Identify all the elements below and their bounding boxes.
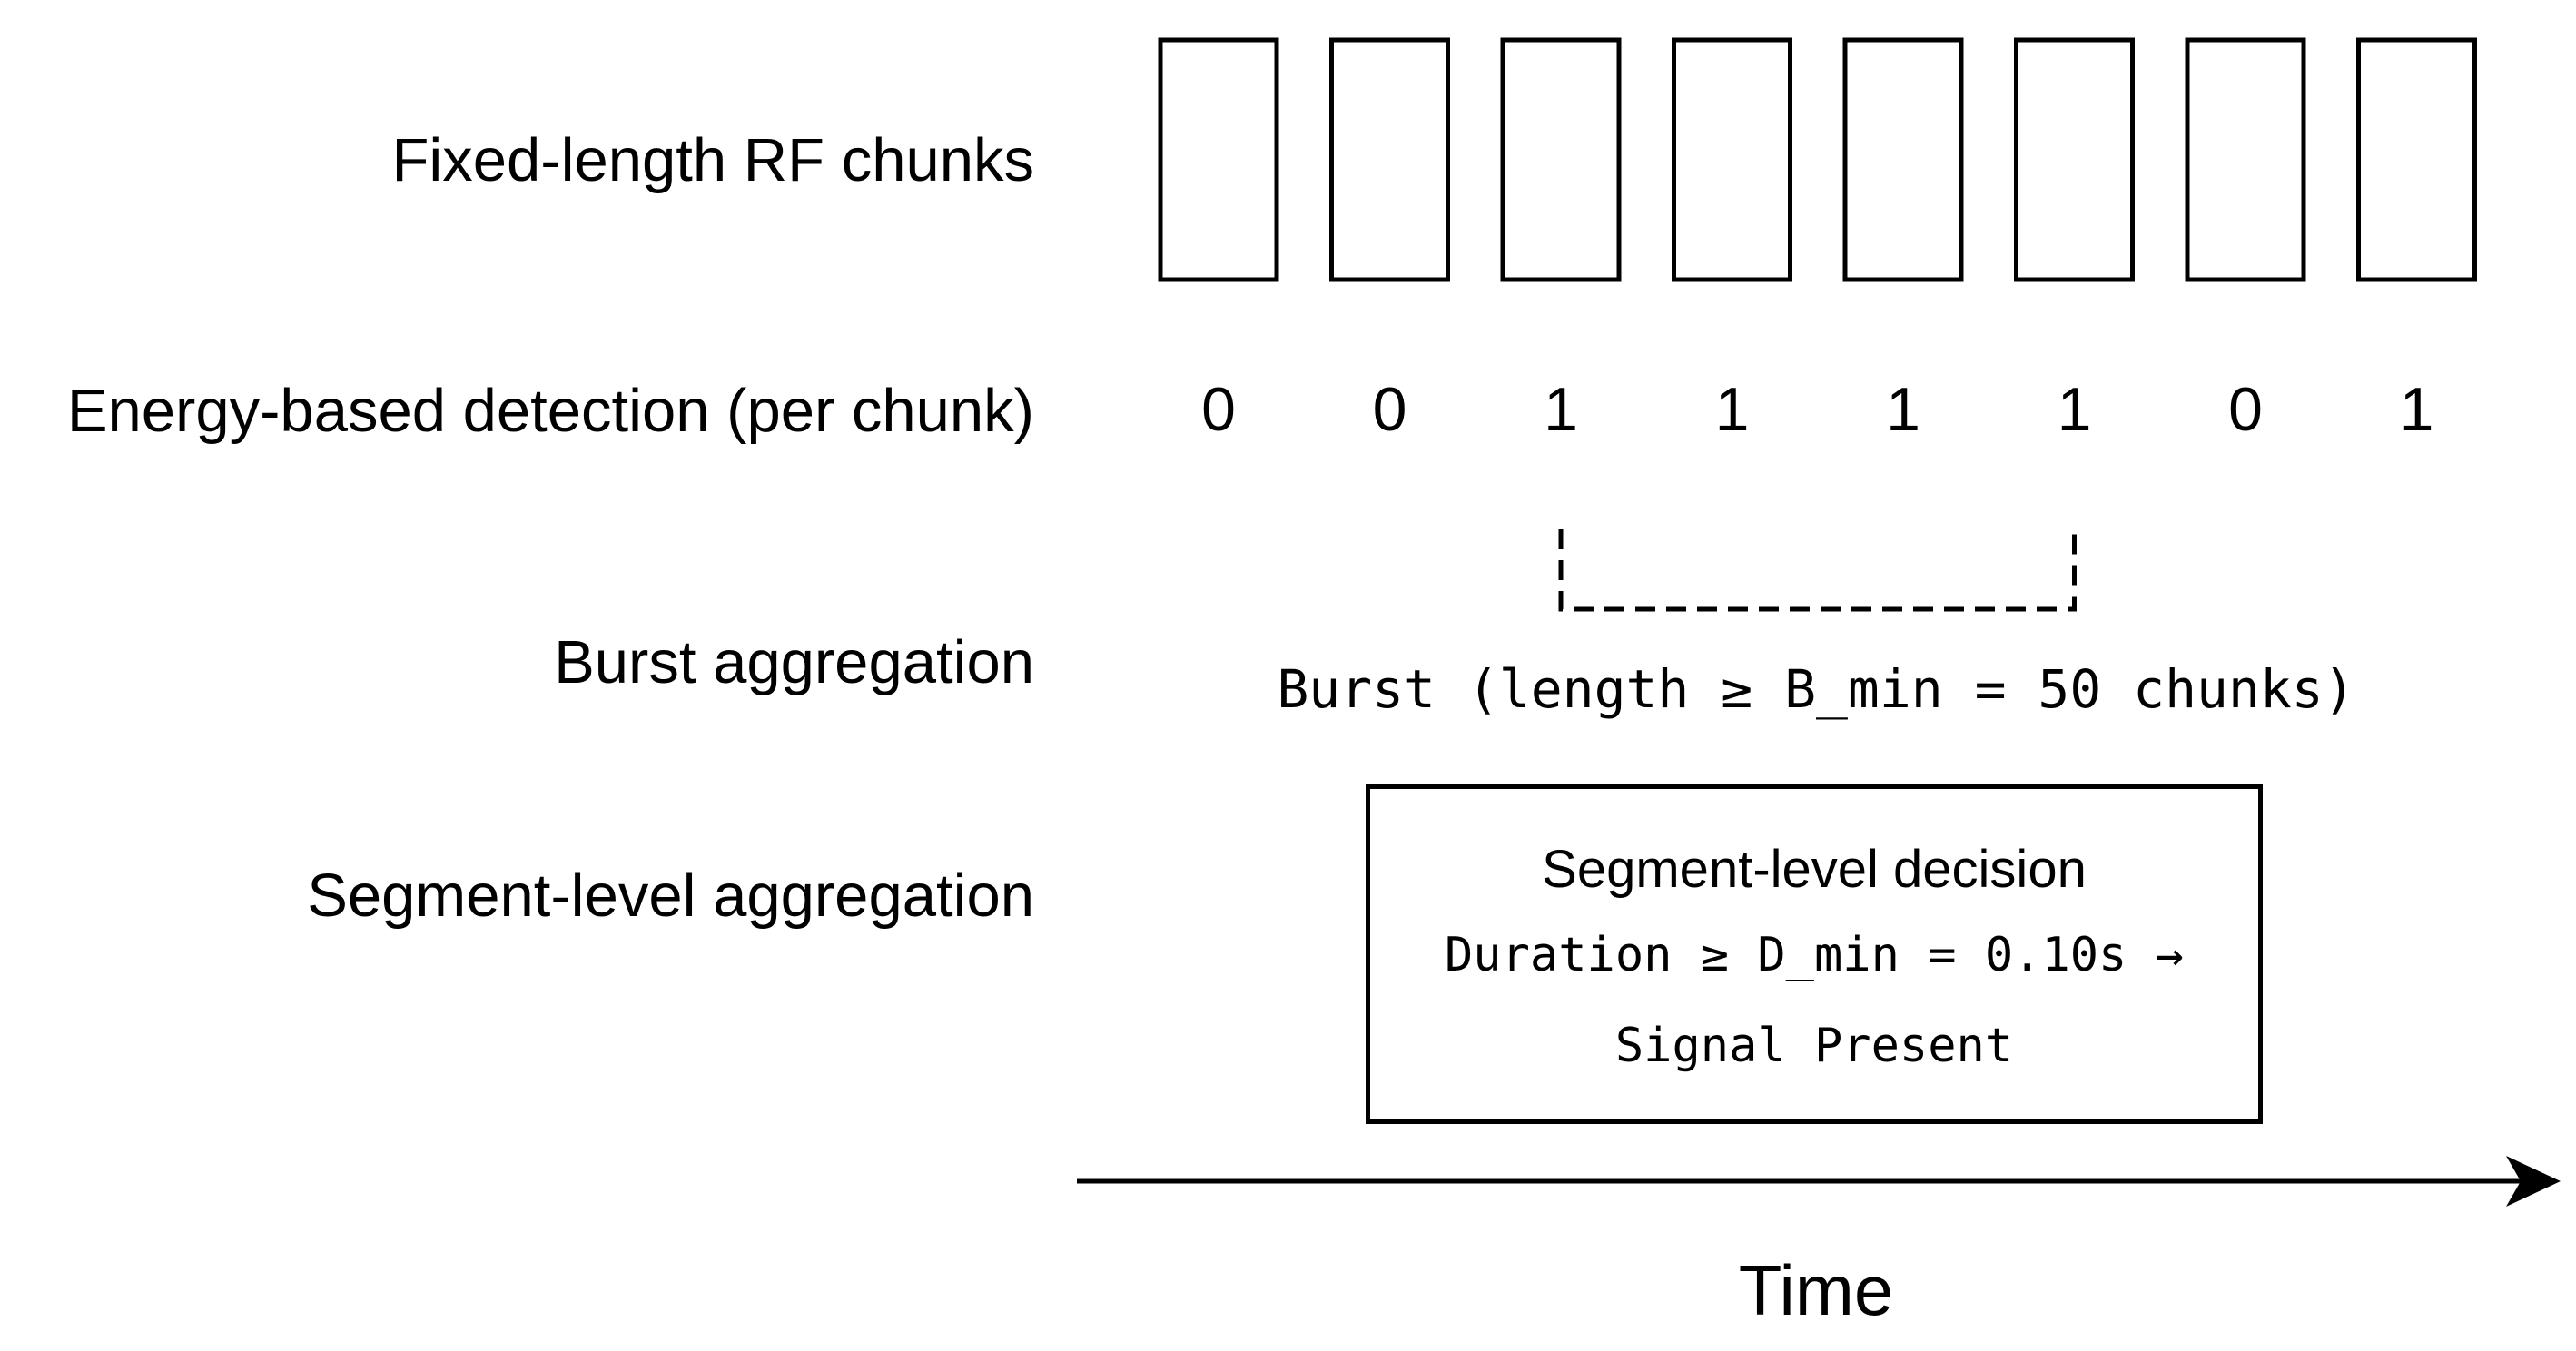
segment-decision-title: Segment-level decision	[1542, 840, 2087, 899]
burst-bracket-line	[1558, 527, 2077, 612]
chunk-boxes	[1158, 37, 2477, 282]
detection-value: 1	[1715, 375, 1750, 444]
chunk-box	[2014, 37, 2135, 282]
chunk-box	[1158, 37, 1279, 282]
time-axis-label: Time	[1738, 1250, 1894, 1330]
detection-value: 1	[2400, 375, 2434, 444]
row-label-chunks: Fixed-length RF chunks	[391, 126, 1034, 194]
row-label-detection: Energy-based detection (per chunk)	[66, 377, 1034, 445]
time-axis	[1077, 1156, 2561, 1207]
segment-decision-result: Signal Present	[1614, 1019, 2014, 1073]
burst-bracket	[1558, 527, 2077, 612]
chunk-box	[1672, 37, 1792, 282]
chunk-box	[1842, 37, 1964, 282]
detection-value: 0	[2228, 375, 2263, 444]
detection-value: 1	[2058, 375, 2092, 444]
time-axis-arrowhead	[2506, 1156, 2561, 1207]
chunk-box	[1500, 37, 1622, 282]
row-label-segment: Segment-level aggregation	[307, 862, 1034, 930]
detection-value: 0	[1201, 375, 1236, 444]
segment-decision-box: Segment-level decision Duration ≥ D_min …	[1366, 784, 2263, 1124]
detection-value: 0	[1373, 375, 1407, 444]
detection-value: 1	[1886, 375, 1920, 444]
chunk-box	[2185, 37, 2306, 282]
detection-values: 0 0 1 1 1 1 0 1	[1201, 375, 2433, 444]
segment-decision-condition: Duration ≥ D_min = 0.10s →	[1445, 928, 2184, 982]
detection-value: 1	[1544, 375, 1578, 444]
chunk-box	[1329, 37, 1450, 282]
burst-caption: Burst (length ≥ B_min = 50 chunks)	[1277, 658, 2355, 720]
chunk-box	[2356, 37, 2477, 282]
row-label-burst: Burst aggregation	[554, 628, 1034, 696]
